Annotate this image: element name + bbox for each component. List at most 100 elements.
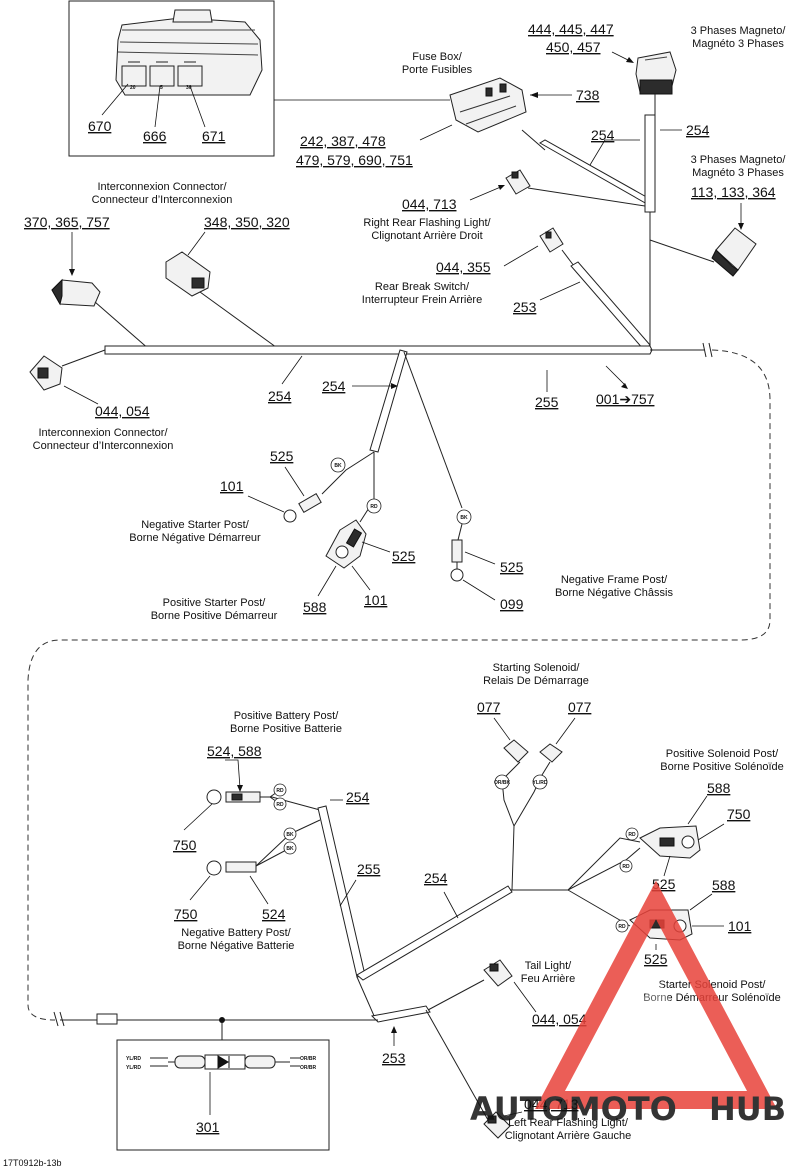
connector-348-350-320: 348, 350, 320 [165, 214, 290, 351]
drawing-reference: 17T0912b-13b [3, 1158, 62, 1168]
callout-588-ss: 588 [712, 877, 736, 893]
callout-588-b: 588 [303, 599, 327, 615]
right-rear-flashing-label-en: Right Rear Flashing Light/ [363, 217, 491, 229]
watermark-triangle-icon [535, 880, 777, 1109]
starting-solenoid-label-en: Starting Solenoid/ [493, 662, 581, 674]
diode-label-or-br-1: OR/BR [300, 1056, 317, 1062]
tag-rd-sol-2: RD [622, 864, 630, 870]
callout-099: 099 [500, 596, 524, 612]
starting-solenoid-connectors: Starting Solenoid/ Relais De Démarrage 0… [477, 662, 592, 891]
diode-label-yl-rd-1: YL/RD [126, 1056, 141, 1062]
tail-light-connector: Tail Light/ Feu Arrière 044, 054 [427, 959, 587, 1027]
callout-242-387-478: 242, 387, 478 [300, 133, 386, 149]
interconnexion-bottom-label-en: Interconnexion Connector/ [38, 427, 168, 439]
tag-rd-bat-1: RD [276, 788, 284, 794]
callout-254-bottom: 254 [424, 870, 448, 886]
tag-rd-bat-2: RD [276, 802, 284, 808]
negative-starter-terminal: 525 101 Negative Starter Post/ Borne Nég… [129, 448, 322, 544]
brake-switch-label-en: Rear Break Switch/ [375, 281, 470, 293]
callout-101-b: 101 [364, 592, 388, 608]
fuse-box-label-fr: Porte Fusibles [402, 64, 473, 76]
neg-battery-label-en: Negative Battery Post/ [181, 927, 291, 939]
starting-solenoid-label-fr: Relais De Démarrage [483, 675, 589, 687]
callout-101-ss: 101 [728, 918, 752, 934]
fuse-connector-inset: 20 5 30 670 666 671 [68, 0, 450, 157]
right-rear-flashing-label-fr: Clignotant Arrière Droit [371, 230, 482, 242]
negative-battery-post: BK BK 750 524 Negative Battery Post/ Bor… [174, 819, 321, 952]
pos-starter-label-fr: Borne Positive Démarreur [151, 610, 278, 622]
tag-bk-bat-1: BK [286, 832, 294, 838]
callout-253-bottom: 253 [382, 1050, 406, 1066]
lower-harness: 254 255 254 253 [53, 789, 568, 1121]
callout-479-579-690-751: 479, 579, 690, 751 [296, 152, 413, 168]
fuse-box-branch-wire: 254 [521, 127, 651, 205]
callout-044-355: 044, 355 [436, 259, 491, 275]
callout-044-713-top: 044, 713 [402, 196, 457, 212]
tag-bk-1: BK [334, 463, 342, 469]
tag-bk-bat-2: BK [286, 846, 294, 852]
callout-750-a: 750 [173, 837, 197, 853]
callout-525-b: 525 [392, 548, 416, 564]
positive-solenoid-post: Positive Solenoid Post/ Borne Positive S… [567, 748, 784, 892]
neg-battery-label-fr: Borne Négative Batterie [178, 940, 295, 952]
tag-rd-1: RD [370, 504, 378, 510]
interconnexion-connector-bottom: 044, 054 Interconnexion Connector/ Conne… [29, 349, 173, 452]
callout-254-branch: 254 [322, 378, 346, 394]
fuse-pin-30: 30 [186, 85, 192, 91]
callout-255-top: 255 [535, 394, 559, 410]
callout-254-main: 254 [268, 388, 292, 404]
magneto-a-label-en: 3 Phases Magneto/ [691, 25, 787, 37]
callout-444-445-447: 444, 445, 447 [528, 21, 614, 37]
callout-738: 738 [576, 87, 600, 103]
callout-044-054-top: 044, 054 [95, 403, 150, 419]
magneto-connector-b: 3 Phases Magneto/ Magnéto 3 Phases 113, … [649, 154, 786, 277]
pos-battery-label-fr: Borne Positive Batterie [230, 723, 342, 735]
callout-524-588: 524, 588 [207, 743, 262, 759]
magneto-a-label-fr: Magnéto 3 Phases [692, 38, 784, 50]
callout-301: 301 [196, 1119, 220, 1135]
pos-solenoid-label-en: Positive Solenoid Post/ [666, 748, 779, 760]
callout-370-365-757: 370, 365, 757 [24, 214, 110, 230]
positive-battery-post: Positive Battery Post/ Borne Positive Ba… [173, 710, 342, 853]
left-rear-flashing-label-fr: Clignotant Arrière Gauche [505, 1130, 632, 1142]
interconnexion-connector-top: Interconnexion Connector/ Connecteur d’I… [24, 181, 233, 351]
callout-750-b: 750 [174, 906, 198, 922]
magneto-connector-a: 444, 445, 447 450, 457 3 Phases Magneto/… [528, 21, 787, 95]
tag-or-bk: OR/BK [494, 780, 511, 786]
pos-solenoid-label-fr: Borne Positive Solénoïde [660, 761, 784, 773]
callout-588-ps: 588 [707, 780, 731, 796]
interconnexion-top-label-fr: Connecteur d’Interconnexion [92, 194, 233, 206]
neg-starter-label-en: Negative Starter Post/ [141, 519, 250, 531]
tag-bk-2: BK [460, 515, 468, 521]
magneto-b-label-fr: Magnéto 3 Phases [692, 167, 784, 179]
callout-044-054-bottom: 044, 054 [532, 1011, 587, 1027]
negative-frame-terminal: 525 099 Negative Frame Post/ Borne Négat… [450, 523, 674, 612]
tail-light-label-fr: Feu Arrière [521, 973, 575, 985]
neg-frame-label-fr: Borne Négative Châssis [555, 587, 674, 599]
pos-starter-label-en: Positive Starter Post/ [163, 597, 267, 609]
callout-077-right: 077 [568, 699, 592, 715]
starter-branch: 254 BK RD BK [321, 349, 472, 525]
tag-rd-sol-1: RD [628, 832, 636, 838]
callout-255-bottom: 255 [357, 861, 381, 877]
callout-101-a: 101 [220, 478, 244, 494]
callout-525-ss: 525 [644, 951, 668, 967]
callout-670: 670 [88, 118, 112, 134]
callout-254-magneto: 254 [686, 122, 710, 138]
callout-254-fuse: 254 [591, 127, 615, 143]
fuse-box-label-en: Fuse Box/ [412, 51, 462, 63]
diode-label-or-br-2: OR/BR [300, 1065, 317, 1071]
main-harness-top: 255 001➔757 254 [27, 342, 771, 1021]
rear-brake-switch-connector: 044, 355 Rear Break Switch/ Interrupteur… [362, 227, 651, 351]
callout-254-battery: 254 [346, 789, 370, 805]
interconnexion-top-label-en: Interconnexion Connector/ [97, 181, 227, 193]
callout-077-left: 077 [477, 699, 501, 715]
callout-750-ps: 750 [727, 806, 751, 822]
tail-light-label-en: Tail Light/ [525, 960, 572, 972]
pos-battery-label-en: Positive Battery Post/ [234, 710, 339, 722]
fuse-connector-drawing [115, 9, 263, 96]
magneto-harness-vertical: 254 [644, 94, 710, 350]
brake-switch-label-fr: Interrupteur Frein Arrière [362, 294, 482, 306]
diode-inset: YL/RD YL/RD OR/BR OR/BR 301 [116, 1017, 330, 1151]
